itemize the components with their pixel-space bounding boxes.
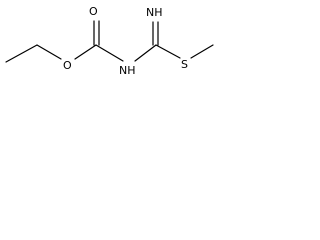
bond-carbonyl-nh [95,44,124,62]
atom-amide-nitrogen: NH [119,64,136,77]
atom-imine-nitrogen: NH [146,6,163,19]
bond-s-ch3 [190,44,214,59]
bond-amidine-s [155,44,181,59]
bond-ch3-ch2 [5,44,38,63]
chemical-structure: O O NH NH S [5,5,214,77]
bond-o-carbonyl [74,44,97,60]
atom-sulfur: S [181,58,188,71]
atom-ester-oxygen: O [63,59,72,72]
bond-ch2-o [36,44,62,60]
atom-carbonyl-oxygen: O [89,5,98,18]
bond-nh-amidine [134,44,157,62]
